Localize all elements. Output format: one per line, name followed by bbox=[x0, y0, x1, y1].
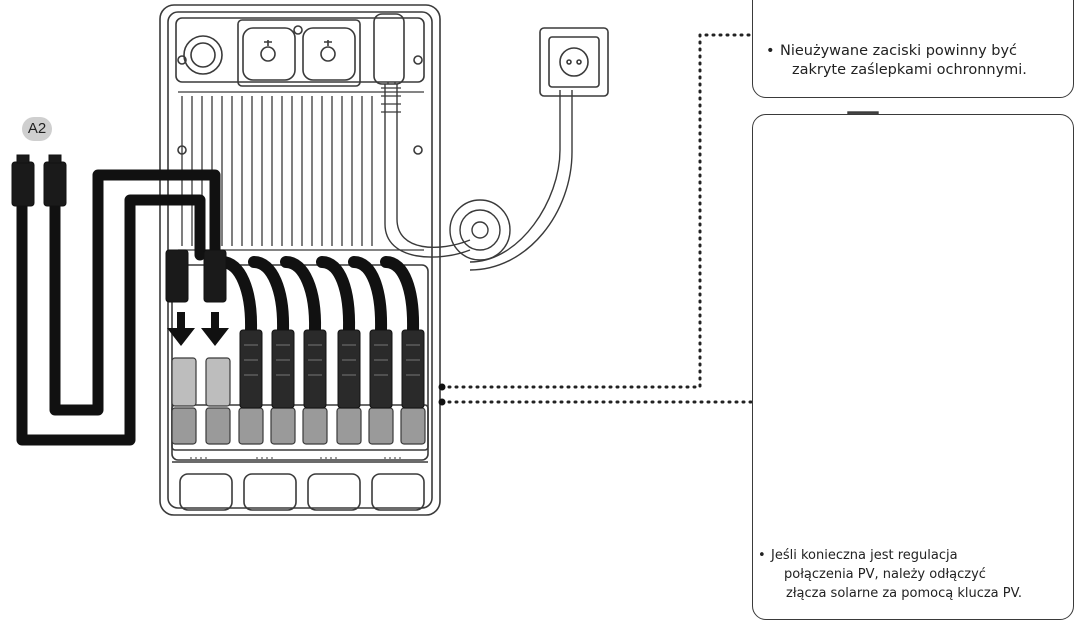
installed-pv-cables bbox=[216, 256, 420, 336]
note-protective-caps: • Nieużywane zaciski powinny być zakryte… bbox=[766, 42, 1066, 80]
bullet: • bbox=[766, 43, 775, 59]
callout-pv-wrench bbox=[752, 114, 1074, 620]
arrow-down-icon bbox=[167, 312, 229, 346]
note-line: Nieużywane zaciski powinny być bbox=[780, 43, 1018, 59]
pv-extension-cables bbox=[16, 169, 221, 446]
bullet: • bbox=[758, 548, 766, 563]
note-line: połączenia PV, należy odłączyć bbox=[784, 567, 986, 582]
pv-connector-plugs bbox=[11, 154, 227, 303]
label-a2: A2 bbox=[22, 117, 52, 141]
installed-connectors bbox=[239, 329, 425, 409]
wall-socket bbox=[539, 27, 609, 97]
pv-receptacles bbox=[171, 357, 426, 445]
ac-plug-cable bbox=[381, 82, 573, 271]
callout-protective-caps bbox=[752, 0, 1074, 98]
note-line: złącza solarne za pomocą klucza PV. bbox=[786, 586, 1022, 601]
callout-leaders bbox=[440, 33, 757, 404]
note-line: Jeśli konieczna jest regulacja bbox=[771, 548, 958, 563]
note-line: zakryte zaślepkami ochronnymi. bbox=[792, 62, 1027, 78]
note-pv-wrench: • Jeśli konieczna jest regulacja połącze… bbox=[758, 546, 1068, 603]
